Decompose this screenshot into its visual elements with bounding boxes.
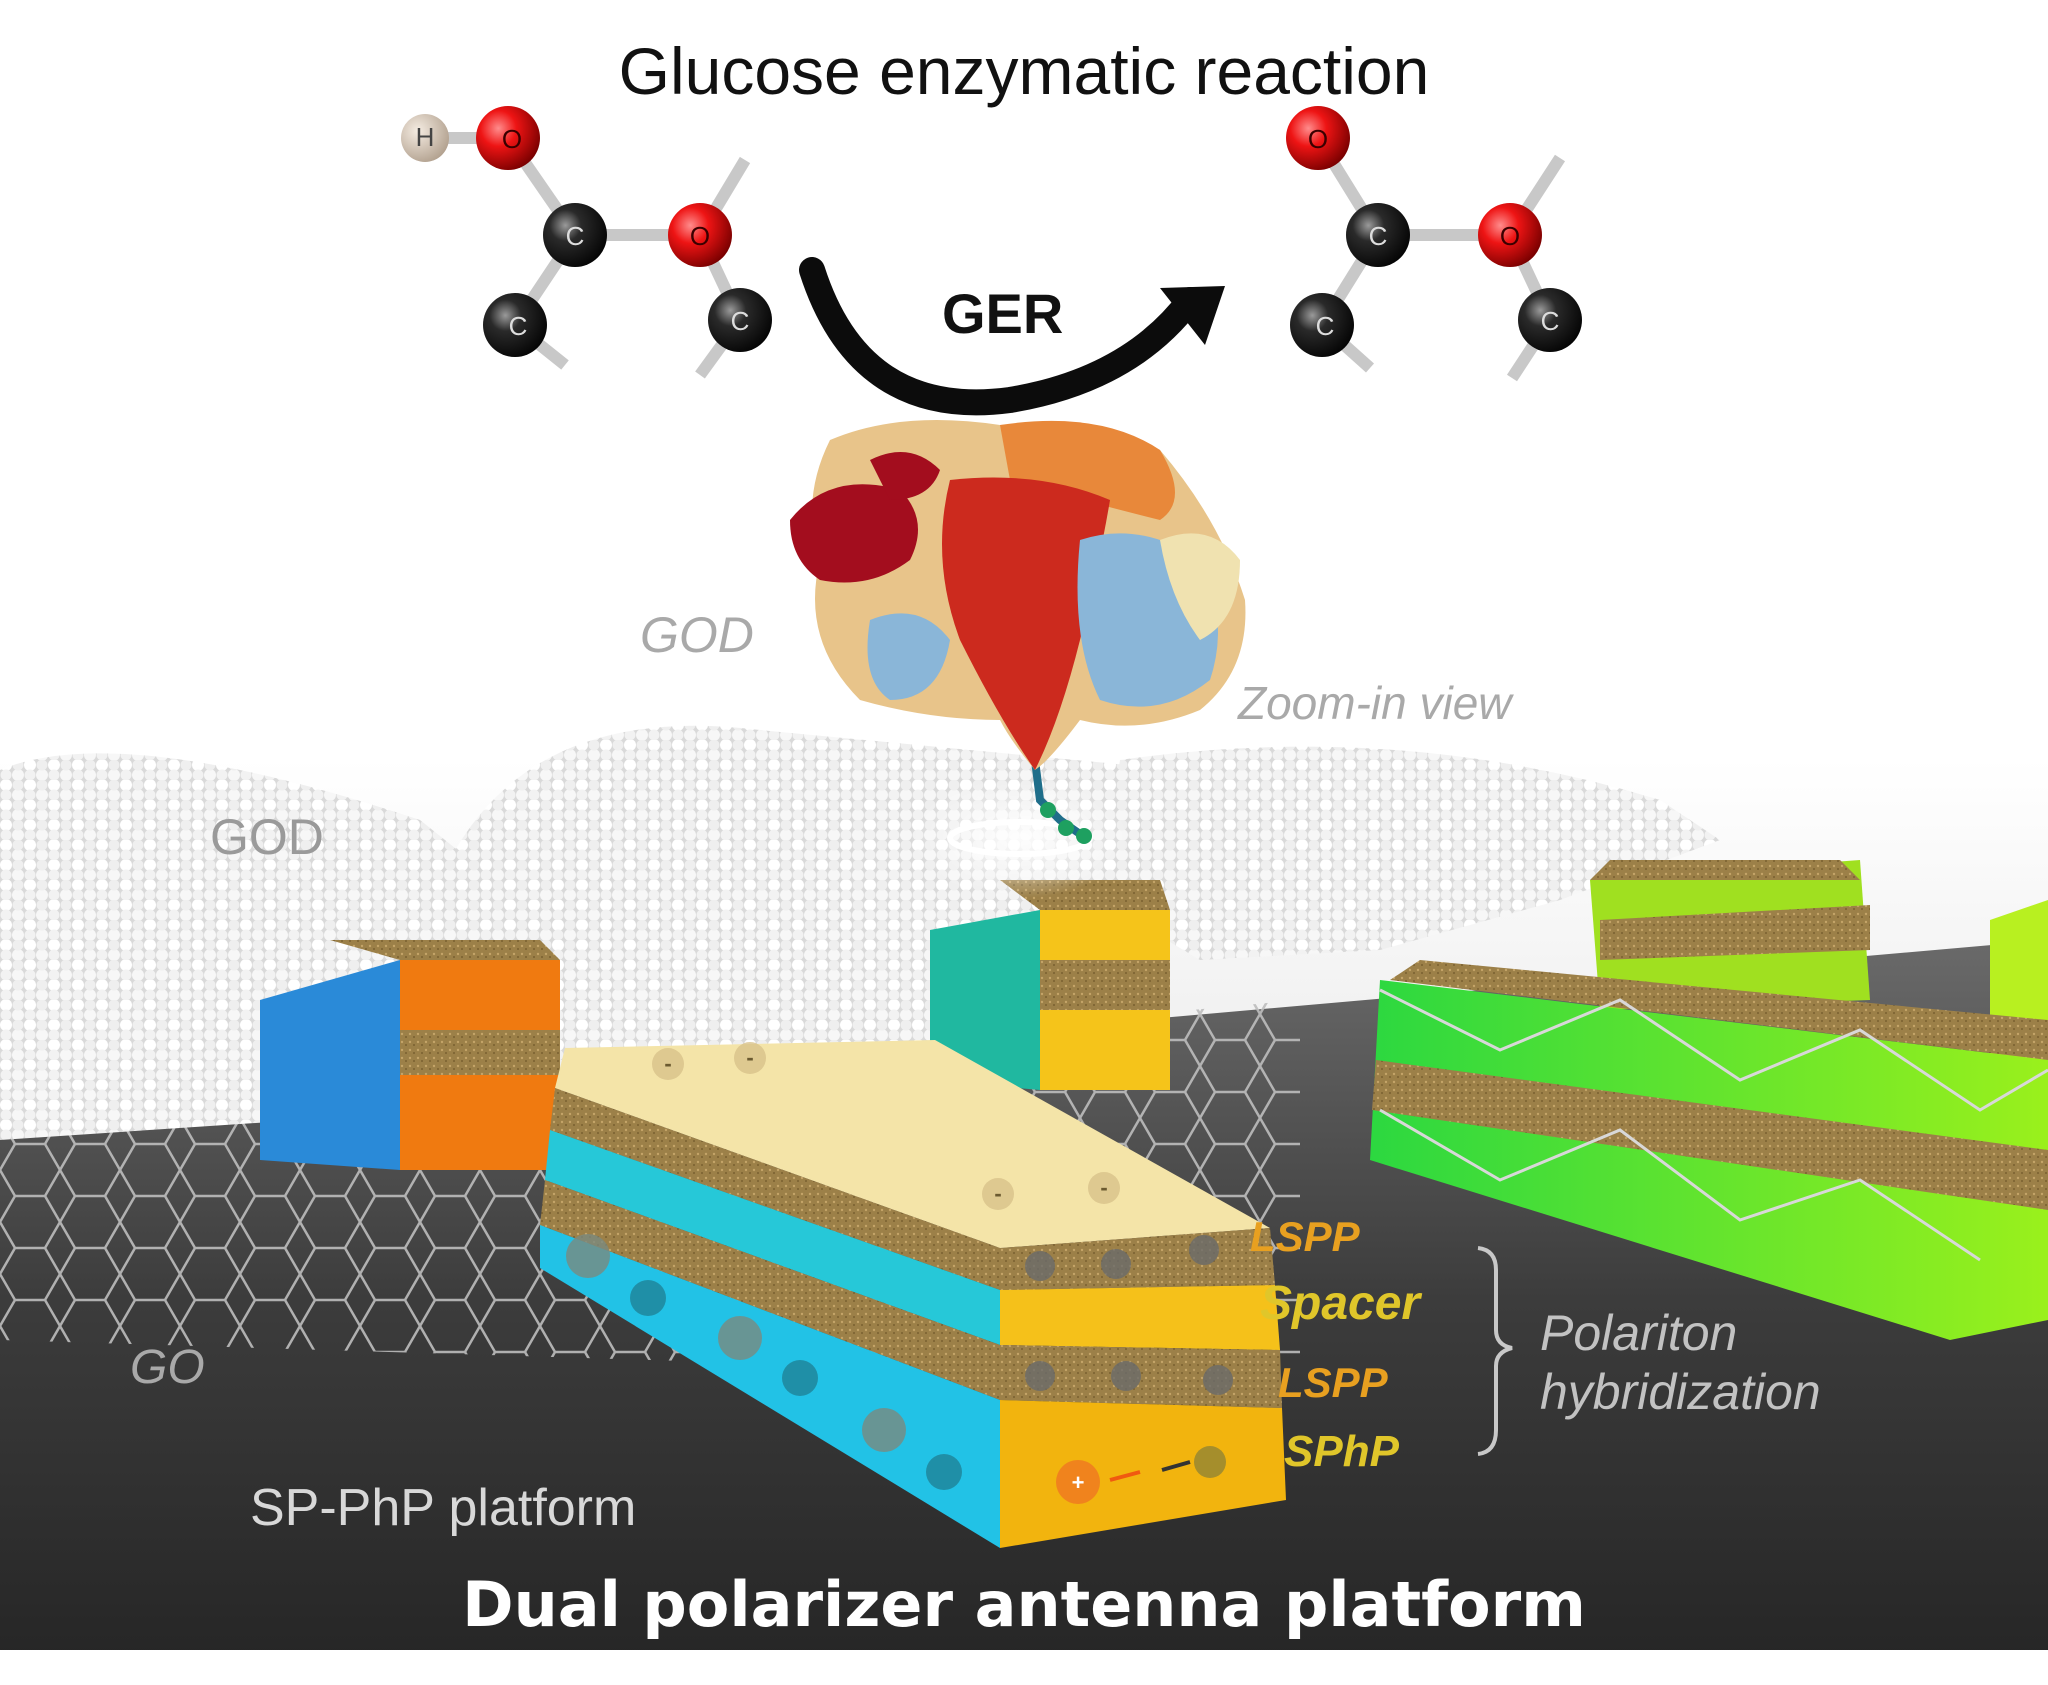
atom-label: H bbox=[416, 122, 435, 152]
atom-o bbox=[668, 203, 732, 267]
atom-c bbox=[1346, 203, 1410, 267]
enzyme-anchor bbox=[910, 759, 1130, 898]
atom-label: C bbox=[1316, 311, 1335, 341]
bottom-title: Dual polarizer antenna platform bbox=[462, 1568, 1586, 1641]
platform-label: SP-PhP platform bbox=[250, 1479, 637, 1537]
atom-label: O bbox=[690, 221, 710, 251]
atom-o bbox=[1478, 203, 1542, 267]
atom-o bbox=[476, 106, 540, 170]
atom-label: C bbox=[731, 306, 750, 336]
block-green-front bbox=[1370, 960, 2048, 1340]
bottom-margin bbox=[0, 1650, 2048, 1685]
figure-title: Glucose enzymatic reaction bbox=[618, 34, 1430, 108]
charge-negative: - bbox=[1100, 1175, 1107, 1200]
atom-label: C bbox=[566, 221, 585, 251]
polariton-label-line2: hybridization bbox=[1540, 1364, 1821, 1420]
atom-c bbox=[543, 203, 607, 267]
atom-c bbox=[708, 288, 772, 352]
atom-label: C bbox=[509, 311, 528, 341]
god-enzyme bbox=[790, 420, 1246, 770]
atom-c bbox=[483, 293, 547, 357]
molecule-left: H O C O C C bbox=[401, 106, 772, 379]
enzyme-label: GOD bbox=[640, 607, 754, 663]
atom-label: O bbox=[502, 124, 522, 154]
layer-label-sphp: SPhP bbox=[1284, 1427, 1399, 1476]
charge-negative: - bbox=[664, 1051, 671, 1076]
god-layer-right bbox=[1100, 746, 1720, 960]
substrate-label: GO bbox=[130, 1341, 205, 1394]
layer-label-spacer: Spacer bbox=[1260, 1277, 1421, 1330]
atom-label: C bbox=[1541, 306, 1560, 336]
atom-c bbox=[1518, 288, 1582, 352]
charge-negative: - bbox=[994, 1181, 1001, 1206]
charge-negative: - bbox=[746, 1045, 753, 1070]
molecule-right: O C O C C bbox=[1286, 106, 1582, 382]
charge-positive: + bbox=[1072, 1470, 1085, 1495]
god-layer-label: GOD bbox=[210, 809, 324, 865]
layer-label-lspp-top: LSPP bbox=[1250, 1213, 1360, 1260]
ger-arrow bbox=[799, 257, 1225, 416]
atom-label: O bbox=[1308, 124, 1328, 154]
reaction-label: GER bbox=[942, 282, 1064, 345]
layer-label-lspp-bottom: LSPP bbox=[1278, 1359, 1388, 1406]
polariton-hybridization-label: Polariton hybridization bbox=[1540, 1304, 1821, 1422]
charge-markers: - - - - + bbox=[566, 1042, 1233, 1504]
atom-h bbox=[401, 114, 449, 162]
atom-label: O bbox=[1500, 221, 1520, 251]
atom-label: C bbox=[1369, 221, 1388, 251]
polariton-label-line1: Polariton bbox=[1540, 1305, 1738, 1361]
polariton-bracket bbox=[1477, 1246, 1513, 1456]
block-back-left bbox=[260, 940, 560, 1170]
atom-c bbox=[1290, 293, 1354, 357]
zoom-label: Zoom-in view bbox=[1238, 677, 1512, 729]
atom-o bbox=[1286, 106, 1350, 170]
